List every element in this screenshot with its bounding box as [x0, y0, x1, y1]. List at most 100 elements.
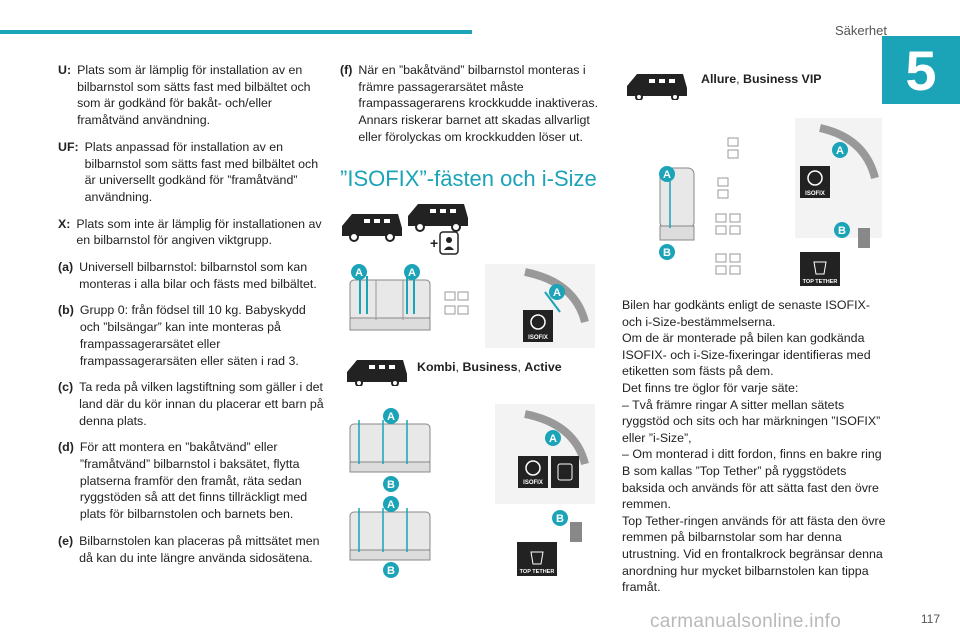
- section-title: Säkerhet: [834, 23, 887, 38]
- marker-b-icon: B: [659, 244, 675, 260]
- footnote-text: För att montera en ”bakåtvänd” eller ”fr…: [79, 440, 308, 522]
- marker-a-icon: A: [383, 408, 399, 424]
- tether-anchor-icon: [858, 228, 870, 248]
- legend-text: Plats som inte är lämplig för installati…: [76, 216, 322, 248]
- isofix-intro-text: Bilen har godkänts enligt de senaste ISO…: [622, 297, 888, 596]
- isofix-label-icon: ISOFIX: [800, 166, 830, 198]
- header-accent-bar: [0, 30, 472, 34]
- version-label-allure: Allure, Business VIP: [701, 72, 822, 86]
- top-tether-label-icon: TOP TETHER: [800, 252, 840, 286]
- footnote-text: Ta reda på vilken lagstiftning som gälle…: [79, 380, 324, 428]
- footnote-f: (f) När en ”bakåtvänd” bilbarnstol monter…: [340, 62, 608, 146]
- svg-text:B: B: [663, 247, 671, 259]
- svg-text:A: A: [553, 287, 561, 299]
- svg-text:ISOFIX: ISOFIX: [523, 480, 543, 486]
- footnote-a: (a) Universell bilbarnstol: bilbarnstol s…: [58, 259, 324, 292]
- van-icons-figure: +: [340, 200, 470, 256]
- legend-key: X:: [58, 216, 71, 231]
- marker-b-icon: B: [383, 476, 399, 492]
- intro-paragraph: – Om monterad i ditt fordon, finns en ba…: [622, 447, 882, 512]
- isize-label-icon: [551, 456, 579, 488]
- seat-detail-illustration: [495, 404, 595, 504]
- isofix-label-icon: ISOFIX: [523, 310, 553, 342]
- van-icon-allure: [625, 72, 691, 100]
- seat-layout-icon: [444, 291, 469, 315]
- tether-anchor-icon: [570, 522, 582, 542]
- isofix-label-icon: ISOFIX: [518, 456, 548, 488]
- van-icon: [342, 214, 402, 242]
- svg-text:B: B: [838, 225, 846, 237]
- footnote-key: (e): [58, 533, 74, 548]
- seat-layout-icon: [715, 137, 741, 275]
- legend-text: Plats anpassad för installation av en bi…: [84, 139, 319, 204]
- footnote-text: Universell bilbarnstol: bilbarnstol som …: [79, 260, 317, 291]
- seat-detail-illustration: [485, 264, 595, 348]
- marker-a-icon: A: [549, 284, 565, 300]
- svg-text:A: A: [549, 433, 557, 445]
- svg-text:A: A: [836, 145, 844, 157]
- kombi-isofix-illustration: A B A B A ISOFIX B TOP TETHER: [345, 404, 605, 579]
- legend-item-x: X: Plats som inte är lämplig för installa…: [58, 216, 324, 249]
- legend-item-u: U: Plats som är lämplig för installation …: [58, 62, 324, 129]
- footnote-b: (b) Grupp 0: från födsel till 10 kg. Baby…: [58, 302, 324, 369]
- van-icon: [408, 204, 468, 232]
- marker-a-icon: A: [832, 142, 848, 158]
- footnote-d: (d) För att montera en ”bakåtvänd” eller …: [58, 439, 324, 523]
- footnote-key: (d): [58, 440, 74, 455]
- rear-bench-illustration: [349, 420, 431, 473]
- svg-text:ISOFIX: ISOFIX: [805, 191, 825, 197]
- marker-a-icon: A: [383, 496, 399, 512]
- svg-text:A: A: [355, 267, 363, 279]
- marker-b-icon: B: [552, 510, 568, 526]
- footnote-key: (f): [340, 63, 353, 77]
- isofix-seat-illustration: A A A ISOFIX: [345, 262, 605, 350]
- intro-paragraph: Om de är monterade på bilen kan godkända…: [622, 331, 871, 379]
- allure-isofix-illustration: A B A ISOFIX B TOP TETHER: [650, 118, 890, 294]
- van-icon-kombi: [345, 358, 411, 386]
- page-number: 117: [920, 612, 940, 626]
- legend-item-uf: UF: Plats anpassad för installation av en…: [58, 139, 324, 206]
- intro-paragraph: Top Tether-ringen används för att fästa …: [622, 513, 886, 595]
- footnote-text: Grupp 0: från födsel till 10 kg. Babysky…: [79, 303, 306, 368]
- top-tether-label-icon: TOP TETHER: [517, 542, 557, 576]
- footnote-key: (b): [58, 303, 74, 318]
- isofix-heading: ”ISOFIX”-fästen och i-Size: [340, 166, 597, 191]
- svg-text:TOP TETHER: TOP TETHER: [520, 569, 555, 575]
- rear-bench-illustration: [349, 508, 431, 561]
- svg-text:TOP TETHER: TOP TETHER: [803, 279, 838, 285]
- marker-a-icon: A: [545, 430, 561, 446]
- svg-text:B: B: [556, 513, 564, 525]
- footnote-text: Bilbarnstolen kan placeras på mittsätet …: [79, 533, 320, 565]
- svg-text:ISOFIX: ISOFIX: [528, 335, 548, 341]
- marker-b-icon: B: [834, 222, 850, 238]
- child-seat-icon: [439, 231, 459, 255]
- intro-paragraph: Det finns tre öglor för varje säte:: [622, 380, 799, 395]
- svg-text:B: B: [387, 479, 395, 491]
- seat-detail-illustration: [795, 118, 882, 238]
- intro-paragraph: – Två främre ringar A sitter mellan säte…: [622, 397, 881, 445]
- svg-text:A: A: [663, 169, 671, 181]
- chapter-tab: 5: [882, 36, 960, 104]
- svg-text:B: B: [387, 565, 395, 577]
- legend-column: U: Plats som är lämplig för installation …: [58, 62, 324, 576]
- legend-key: U:: [58, 63, 72, 77]
- footnote-text: När en ”bakåtvänd” bilbarnstol monteras …: [358, 63, 599, 144]
- watermark: carmanualsonline.info: [650, 611, 842, 632]
- marker-b-icon: B: [383, 562, 399, 578]
- marker-a-icon: A: [404, 264, 420, 280]
- svg-text:A: A: [387, 499, 395, 511]
- marker-a-icon: A: [659, 166, 675, 182]
- note-column: (f) När en ”bakåtvänd” bilbarnstol monter…: [340, 62, 608, 156]
- svg-text:A: A: [408, 267, 416, 279]
- svg-text:A: A: [387, 411, 395, 423]
- rear-bench-illustration: [349, 276, 431, 331]
- marker-a-icon: A: [351, 264, 367, 280]
- legend-key: UF:: [58, 139, 79, 154]
- intro-paragraph: Bilen har godkänts enligt de senaste ISO…: [622, 298, 870, 329]
- version-label-kombi: Kombi, Business, Active: [417, 360, 562, 374]
- single-seat-illustration: [659, 167, 695, 241]
- svg-text:+: +: [430, 235, 438, 251]
- legend-text: Plats som är lämplig för installation av…: [77, 63, 311, 128]
- footnote-c: (c)Ta reda på vilken lagstiftning som gä…: [58, 379, 324, 429]
- footnote-key: (a): [58, 260, 74, 275]
